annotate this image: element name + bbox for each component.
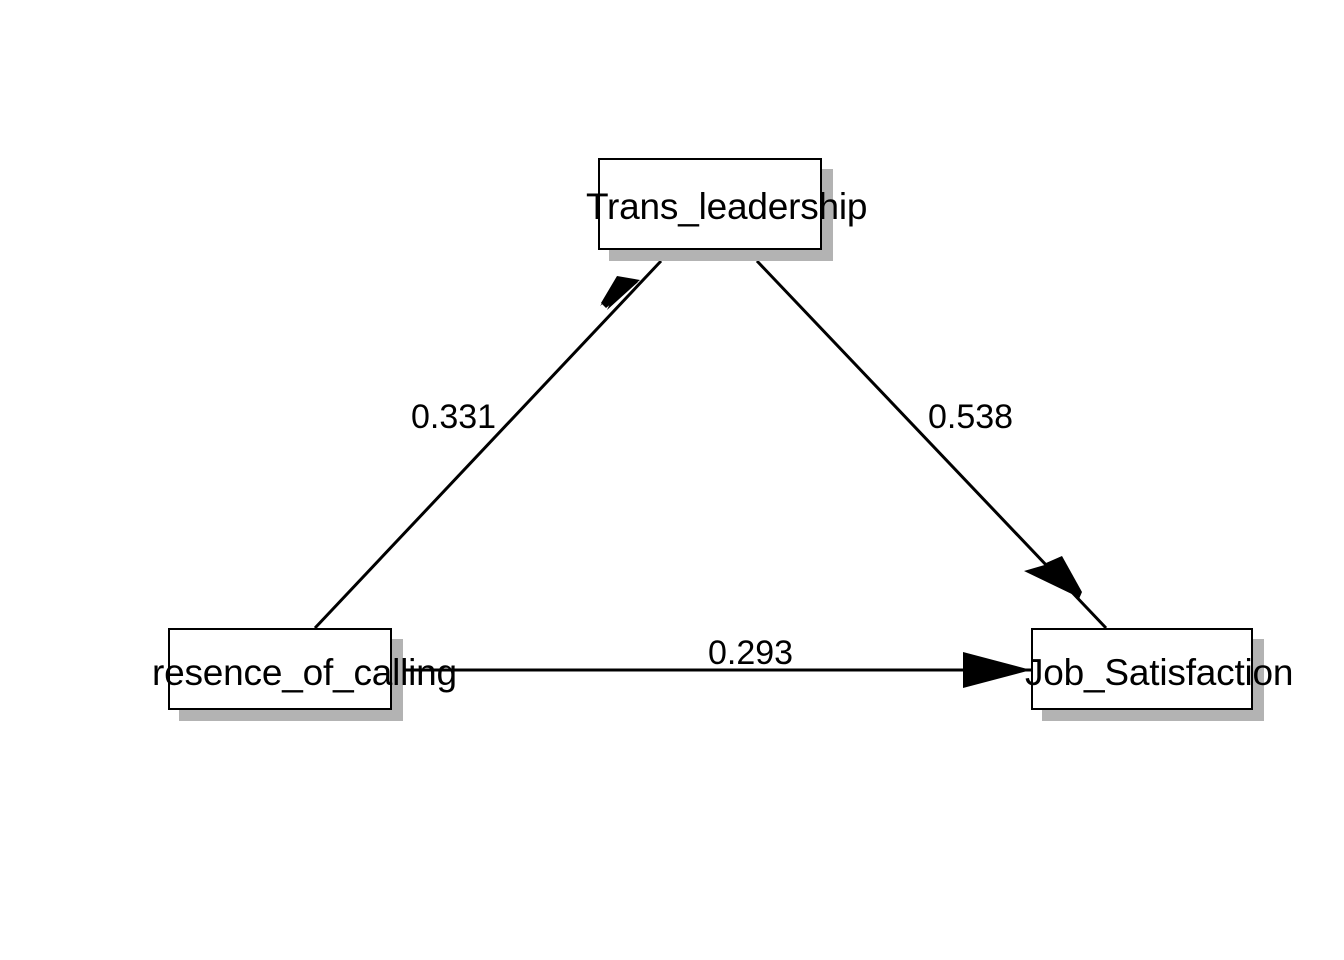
edge-line-calling-to-leadership <box>313 259 663 630</box>
edge-label-leadership-to-satisfaction: 0.538 <box>928 398 1014 436</box>
edge-label-calling-to-leadership: 0.331 <box>411 398 497 436</box>
node-label-job-satisfaction: Job_Satisfaction <box>1025 652 1294 693</box>
edge-leadership-to-satisfaction <box>755 259 1108 630</box>
node-label-trans-leadership: Trans_leadership <box>586 186 868 227</box>
node-box-job-satisfaction[interactable] <box>1031 628 1253 710</box>
node-label-presence-of-calling: resence_of_calling <box>152 652 457 693</box>
node-box-presence-of-calling[interactable] <box>168 628 392 710</box>
edge-calling-to-satisfaction <box>392 652 1031 688</box>
node-box-trans-leadership[interactable] <box>598 158 822 250</box>
arrowhead-fill2-leadership-to-satisfaction <box>1046 556 1082 599</box>
arrowhead-calling-to-satisfaction <box>963 652 1031 688</box>
edge-calling-to-leadership <box>313 259 663 630</box>
edge-label-calling-to-satisfaction: 0.293 <box>708 634 794 672</box>
arrowhead-fill-calling-to-leadership <box>601 276 640 308</box>
